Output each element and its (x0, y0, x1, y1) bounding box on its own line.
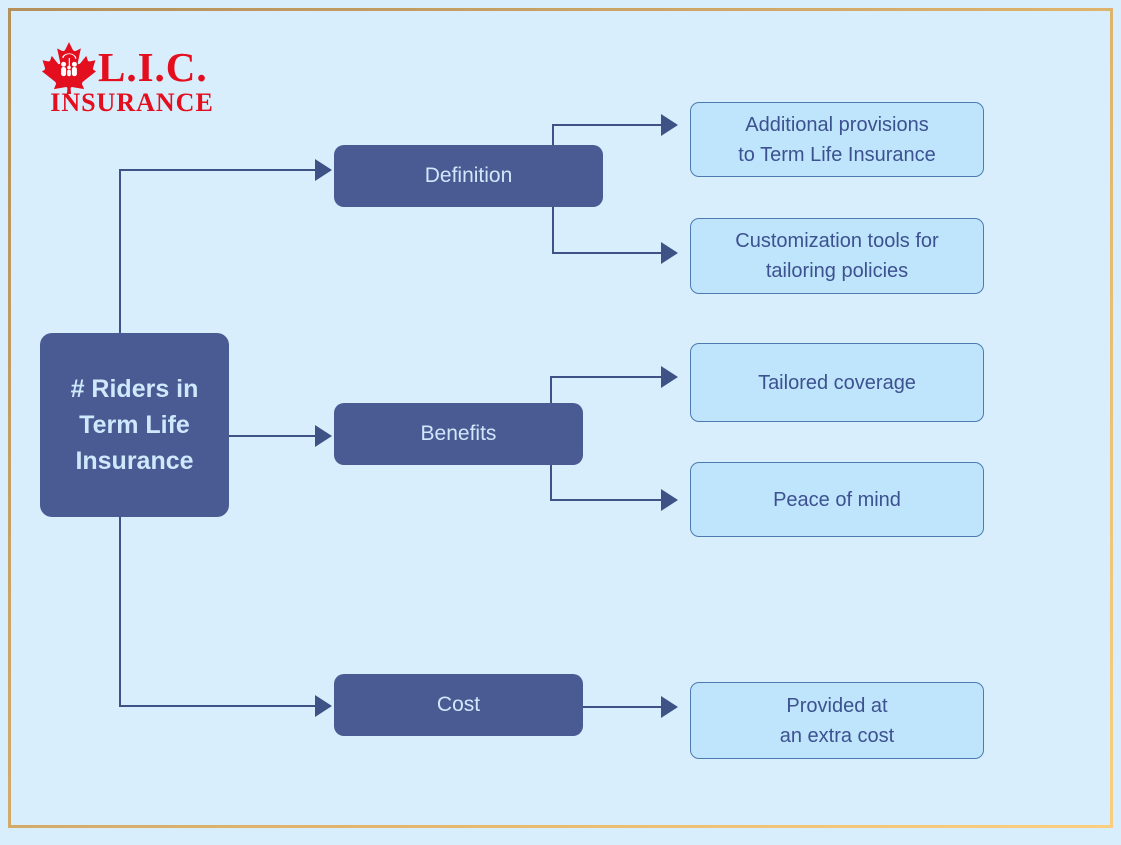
brand-subtitle: INSURANCE (50, 88, 214, 117)
brand-name: L.I.C. (98, 43, 208, 90)
leaf-customization-tools: Customization tools for tailoring polici… (690, 218, 984, 294)
arrowhead (661, 696, 678, 718)
arrowhead (661, 114, 678, 136)
leaf-provided-at-extra-cost: Provided at an extra cost (690, 682, 984, 759)
arrowhead (661, 242, 678, 264)
node-root-riders-in-term-life-insurance: # Riders in Term Life Insurance (40, 333, 229, 517)
leaf-tailored-coverage: Tailored coverage (690, 343, 984, 422)
node-definition: Definition (334, 145, 603, 207)
arrowhead (315, 695, 332, 717)
node-cost: Cost (334, 674, 583, 736)
brand-logo: L.I.C. INSURANCE (42, 40, 222, 116)
arrowhead (661, 489, 678, 511)
leaf-additional-provisions: Additional provisions to Term Life Insur… (690, 102, 984, 177)
arrowhead (315, 425, 332, 447)
leaf-peace-of-mind: Peace of mind (690, 462, 984, 537)
arrowhead (661, 366, 678, 388)
node-benefits: Benefits (334, 403, 583, 465)
maple-leaf-family-icon (42, 42, 96, 94)
arrowhead (315, 159, 332, 181)
